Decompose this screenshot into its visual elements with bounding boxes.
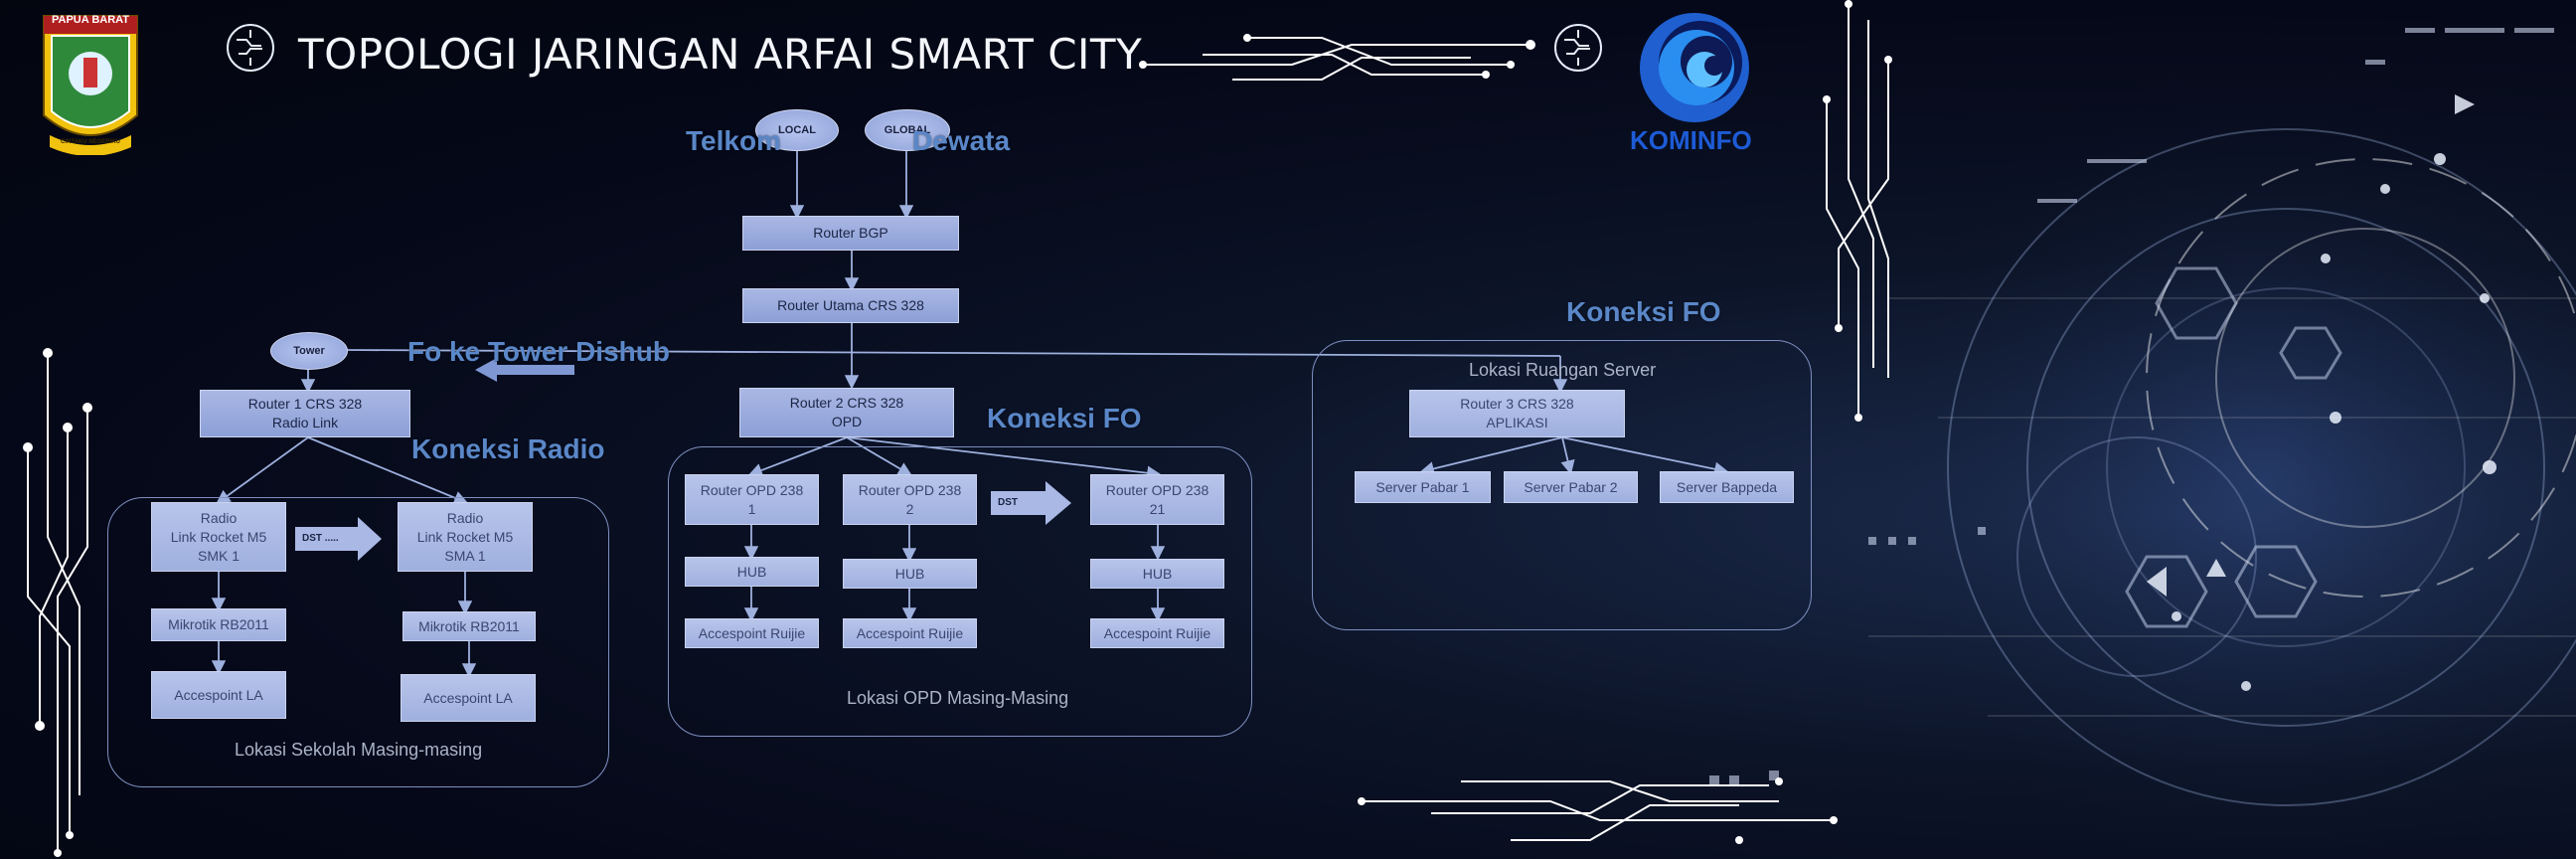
fo-arrow (475, 358, 574, 382)
router-3-aplikasi[interactable]: Router 3 CRS 328 APLIKASI (1409, 390, 1625, 437)
router-3-line1: Router 3 CRS 328 (1460, 396, 1574, 412)
server-pabar-1[interactable]: Server Pabar 1 (1355, 471, 1491, 503)
page-title: TOPOLOGI JARINGAN ARFAI SMART CITY (298, 30, 1143, 79)
radio-b-line1: Radio (446, 509, 484, 526)
fo-tower-dishub-label: Fo ke Tower Dishub (407, 336, 670, 367)
router-2-opd[interactable]: Router 2 CRS 328 OPD (739, 388, 954, 437)
accesspoint-la-a[interactable]: Accespoint LA (151, 671, 286, 719)
router-bgp-label: Router BGP (813, 225, 888, 241)
koneksi-fo-opd-label: Koneksi FO (987, 403, 1142, 433)
radio-b-line3: SMA 1 (444, 547, 486, 564)
radio-b-line2: Link Rocket M5 (416, 528, 514, 545)
router-opd-1[interactable]: Router OPD 238 1 (685, 474, 819, 525)
accesspoint-la-b-label: Accespoint LA (423, 689, 513, 706)
mikrotik-b-label: Mikrotik RB2011 (418, 617, 520, 634)
dewata-label: Dewata (912, 125, 1011, 156)
circuit-lines-top (1143, 37, 1530, 81)
radio-link-sma1[interactable]: Radio Link Rocket M5 SMA 1 (398, 502, 533, 572)
server-pabar-2-label: Server Pabar 2 (1524, 478, 1618, 495)
telkom-label: Telkom (686, 125, 781, 156)
router-bgp[interactable]: Router BGP (742, 216, 959, 251)
radio-a-line3: SMK 1 (197, 547, 240, 564)
mikrotik-a[interactable]: Mikrotik RB2011 (151, 608, 286, 641)
dst-opd-label: DST (998, 497, 1018, 508)
router-2-line1: Router 2 CRS 328 (789, 395, 904, 411)
router-utama[interactable]: Router Utama CRS 328 (742, 288, 959, 323)
router-utama-label: Router Utama CRS 328 (777, 297, 924, 313)
hub-1-label: HUB (736, 563, 767, 580)
group-sekolah (107, 497, 609, 787)
router-opd-1-line1: Router OPD 238 (700, 481, 804, 498)
accesspoint-ruijie-2-label: Accespoint Ruijie (856, 624, 964, 641)
dst-radio-label: DST ..... (302, 533, 339, 544)
dst-arrow-opd (991, 481, 1071, 525)
accesspoint-ruijie-1-label: Accespoint Ruijie (698, 624, 806, 641)
group-opd (668, 446, 1252, 737)
accesspoint-la-b[interactable]: Accespoint LA (401, 674, 536, 722)
emblem-bottom-text: CINTAKU NEGERIKU (61, 139, 120, 145)
server-bappeda[interactable]: Server Bappeda (1660, 471, 1794, 503)
hub-2-label: HUB (894, 565, 925, 582)
lokasi-server-label: Lokasi Ruangan Server (1469, 360, 1657, 380)
koneksi-radio-label: Koneksi Radio (411, 433, 605, 464)
router-opd-1-line2: 1 (747, 500, 756, 517)
router-3-line2: APLIKASI (1486, 415, 1548, 430)
lokasi-sekolah-label: Lokasi Sekolah Masing-masing (235, 740, 483, 760)
radio-link-smk1[interactable]: Radio Link Rocket M5 SMK 1 (151, 502, 286, 572)
accesspoint-ruijie-1[interactable]: Accespoint Ruijie (685, 618, 819, 648)
koneksi-fo-server-label: Koneksi FO (1566, 296, 1721, 327)
tech-circles (1947, 128, 2576, 806)
router-opd-21-line1: Router OPD 238 (1105, 481, 1209, 498)
router-opd-21-line2: 21 (1149, 500, 1166, 517)
lokasi-opd-label: Lokasi OPD Masing-Masing (847, 688, 1069, 708)
tower-ellipse: Tower (270, 332, 348, 370)
circuit-lines-left (27, 353, 88, 855)
group-server (1312, 340, 1812, 630)
mikrotik-b[interactable]: Mikrotik RB2011 (402, 611, 536, 641)
kominfo-logo (1640, 13, 1749, 122)
router-1-line1: Router 1 CRS 328 (247, 396, 363, 412)
router-1-radio[interactable]: Router 1 CRS 328 Radio Link (200, 390, 410, 437)
kominfo-label: KOMINFO (1630, 125, 1752, 155)
global-ellipse: GLOBAL (865, 109, 950, 151)
router-opd-21[interactable]: Router OPD 238 21 (1090, 474, 1224, 525)
accesspoint-ruijie-21-label: Accespoint Ruijie (1103, 624, 1211, 641)
mikrotik-a-label: Mikrotik RB2011 (168, 616, 269, 632)
emblem-top-text: PAPUA BARAT (51, 14, 129, 26)
router-2-line2: OPD (831, 414, 863, 430)
circuit-lines-bottom (1362, 780, 1834, 841)
accesspoint-ruijie-2[interactable]: Accespoint Ruijie (843, 618, 977, 648)
server-pabar-1-label: Server Pabar 1 (1375, 478, 1470, 495)
dst-arrow-radio (295, 517, 382, 561)
hub-1[interactable]: HUB (685, 557, 819, 587)
router-opd-2-line2: 2 (905, 500, 914, 517)
server-pabar-2[interactable]: Server Pabar 2 (1504, 471, 1638, 503)
radio-a-line1: Radio (200, 509, 238, 526)
accesspoint-la-a-label: Accespoint LA (174, 686, 263, 703)
local-ellipse: LOCAL (755, 109, 839, 151)
router-1-line2: Radio Link (271, 415, 339, 430)
hub-2[interactable]: HUB (843, 559, 977, 589)
circuit-brain-icon (227, 24, 274, 72)
papua-barat-emblem (43, 15, 138, 155)
hub-21[interactable]: HUB (1090, 559, 1224, 589)
router-opd-2[interactable]: Router OPD 238 2 (843, 474, 977, 525)
accesspoint-ruijie-21[interactable]: Accespoint Ruijie (1090, 618, 1224, 648)
radio-a-line2: Link Rocket M5 (170, 528, 267, 545)
hub-21-label: HUB (1142, 565, 1173, 582)
server-bappeda-label: Server Bappeda (1676, 478, 1778, 495)
router-opd-2-line1: Router OPD 238 (858, 481, 962, 498)
circuit-lines-right (1826, 0, 1889, 418)
circuit-brain-icon-2 (1554, 24, 1602, 72)
